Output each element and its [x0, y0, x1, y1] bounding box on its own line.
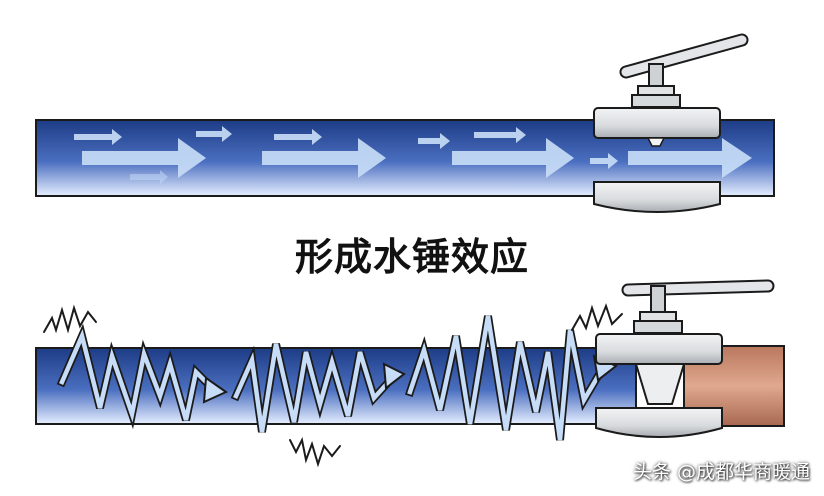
shock-waves-fill — [59, 315, 608, 441]
flow-arrow-icon — [474, 127, 526, 143]
flow-arrow-icon — [262, 138, 386, 178]
watermark: 头条 @成都华商暖通 — [632, 461, 810, 483]
flow-arrow-icon — [196, 126, 232, 142]
flow-arrow-icon — [130, 170, 168, 184]
flow-arrow-icon — [590, 153, 618, 169]
flow-arrow-icon — [82, 138, 206, 178]
flow-arrow-icon — [274, 129, 322, 145]
flow-arrows — [74, 126, 752, 184]
vibration-squiggle-icon — [289, 436, 341, 468]
gate-valve-icon — [595, 279, 775, 438]
gate-valve-icon — [593, 33, 749, 213]
flow-arrow-icon — [74, 129, 122, 145]
diagram-caption: 形成水锤效应 — [294, 235, 529, 279]
flow-arrow-icon — [452, 138, 574, 178]
wave-arrowheads — [202, 354, 618, 404]
vibration-marks — [43, 303, 623, 468]
vibration-squiggle-icon — [43, 304, 97, 334]
vibration-squiggle-icon — [571, 303, 623, 331]
flow-arrow-icon — [628, 138, 752, 178]
flow-arrow-icon — [418, 133, 450, 149]
